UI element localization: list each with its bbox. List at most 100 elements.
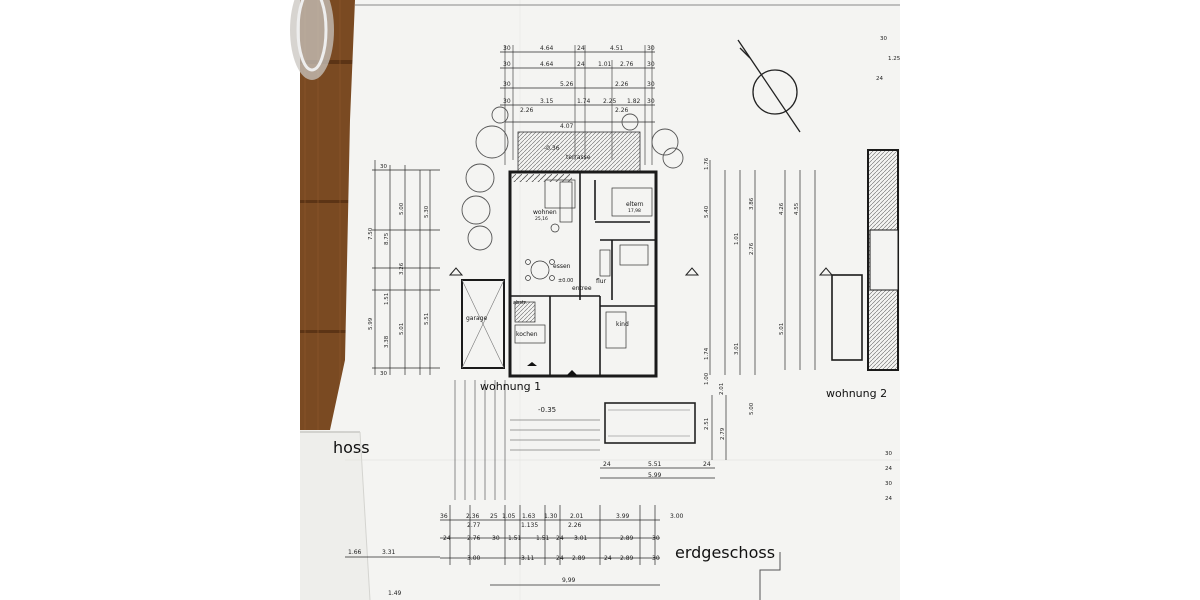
dim-label: 24 [885,466,892,472]
dim-label: 5.51 [424,313,430,325]
room-kochen-label: kochen [516,331,538,338]
geschoss-label-fragment: hoss [333,438,370,457]
dim-label: 1.51 [384,293,390,305]
dim-label: 2.79 [720,427,726,440]
dim-label: 3.00 [467,555,481,562]
terrace: terrasse -0.36 [517,131,641,173]
dim-label: 24 [876,76,883,82]
dim-label: 1.01 [734,233,740,245]
dim-label: 24 [577,45,585,52]
dim-label: 2.51 [704,418,710,430]
dim-label: 2.26 [568,522,582,529]
room-eltern-area: 17,98 [628,208,641,214]
dim-label: 2.01 [570,513,584,520]
dim-label: 3.38 [384,335,390,348]
dim-label: 30 [492,535,500,542]
dim-label: 3.99 [616,513,630,520]
floor-plan: wohnen 25,16 eltern 17,98 essen ±0.00 fl… [461,170,658,378]
dim-label: 1.30 [544,513,558,520]
left-dim-text: 30 7.50 5.00 5.30 8.75 3.26 1.51 5.01 5.… [368,164,430,377]
dim-label: 5.01 [399,323,405,335]
dim-label: 24 [556,535,564,542]
dim-label: 2.76 [467,535,481,542]
top-dimension-chains [500,45,655,165]
dim-label: 2.77 [467,522,481,529]
dim-label: 2.01 [719,383,725,395]
dim-label: 3.31 [382,549,396,556]
dim-label: 30 [503,45,511,52]
dim-label: 3.11 [521,555,535,562]
dim-label: 5.99 [368,317,374,330]
dim-label: 30 [503,81,511,88]
dim-label: 30 [647,98,655,105]
dim-label: 24 [556,555,564,562]
dim-label: 30 [652,535,660,542]
right-dimension-chains [709,160,816,460]
dim-label: 5.00 [749,402,755,415]
dim-label: 30 [380,164,387,170]
dim-label: 4.64 [540,45,554,52]
room-wohnen-area: 25,16 [535,216,548,222]
dim-label: 5.26 [560,81,574,88]
far-right-dim-text: 30 1.25 24 30 24 30 24 [876,36,901,502]
dim-label: 24 [885,496,892,502]
room-garage-label: garage [466,315,487,322]
dim-label: 30 [652,555,660,562]
room-essen-label: essen [553,263,571,270]
dim-label: 4.07 [560,123,574,130]
entrance-arrow-icon [566,370,578,376]
dim-label: 24 [703,461,711,468]
room-abstr-label: abstr. [513,300,527,306]
terrace-label: terrasse [566,154,591,161]
dim-label: 1.01 [598,61,612,68]
dim-label: 30 [647,81,655,88]
dim-label: 30 [880,36,887,42]
dim-label: 9,99 [562,577,576,584]
dim-label: 30 [503,61,511,68]
dim-label: 3.01 [574,535,588,542]
dim-label: 5.00 [399,202,405,215]
entrance-arrow-icon [527,362,537,366]
dim-label: 3.86 [749,197,755,210]
dim-label: 24 [577,61,585,68]
dim-label: 1.00 [704,372,710,385]
dim-label: 30 [885,451,892,457]
dim-label: 2.26 [520,107,534,114]
dim-label: 2.89 [572,555,586,562]
dim-label: 4.26 [779,202,785,215]
dim-label: 2.89 [620,555,634,562]
trees [461,106,684,251]
dim-label: 1.63 [522,513,536,520]
dim-label: 2.76 [749,242,755,255]
dim-label: 24 [603,461,611,468]
room-entree-label: entree [572,285,592,292]
dim-label: 30 [647,45,655,52]
level-main: ±0.00 [558,278,573,284]
dim-label: 1.05 [502,513,516,520]
dim-label: 2.26 [615,81,629,88]
dim-label: 25 [490,513,498,520]
dim-label: 5.99 [648,472,662,479]
dim-label: 2.25 [603,98,617,105]
dim-label: 1.76 [704,157,710,170]
room-flur-label: flur [596,278,607,285]
dim-label: 1.51 [508,535,522,542]
bottom-dimension-chains [345,467,715,586]
left-dimension-chains [372,160,440,375]
dim-label: 1.25 [888,56,901,62]
dim-label: 1.74 [577,98,591,105]
dim-label: 4.51 [610,45,624,52]
dim-label: 1.74 [704,347,710,360]
dim-label: 30 [503,98,511,105]
room-kind-label: kind [616,321,629,328]
dim-label: 30 [885,481,892,487]
dim-label: 3.01 [734,343,740,355]
dim-label: 24 [443,535,451,542]
dim-label: 8.75 [384,232,390,245]
dim-label: 2.76 [620,61,634,68]
dim-label: 3.15 [540,98,554,105]
dim-label: 1.135 [521,522,538,529]
bottom-dim-text: 24 5.51 24 5.99 36 2.36 25 1.05 1.63 1.3… [348,461,711,597]
dim-label: 36 [440,513,448,520]
